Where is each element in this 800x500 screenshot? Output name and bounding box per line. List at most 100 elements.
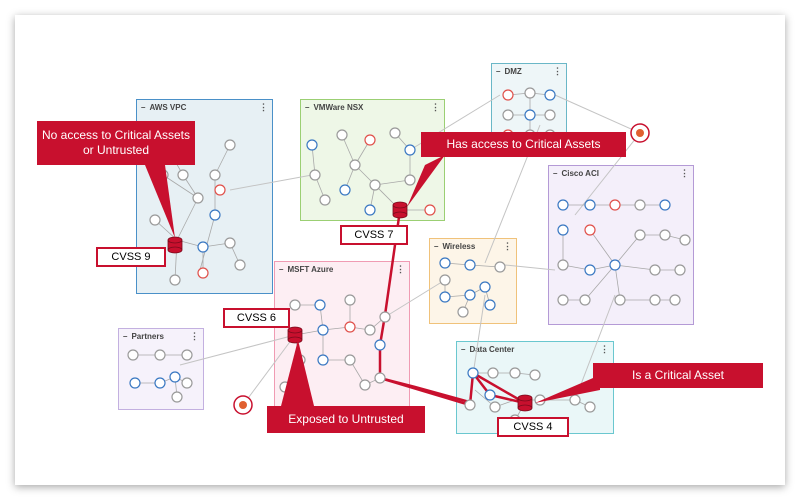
link-wireless-cisco [504,264,556,271]
callout-nsx: Has access to Critical Assets [421,132,626,157]
callout-aws: No access to Critical Assets or Untruste… [37,121,195,165]
callout-pointer-nsx [407,155,445,207]
server-node-icon [609,259,621,271]
server-node-icon [379,311,391,323]
server-node-icon [344,321,356,333]
server-node-icon [154,377,166,389]
group-aws-vpc-title: AWS VPC [149,103,187,112]
server-node-icon [502,89,514,101]
server-node-icon [584,199,596,211]
server-node-icon [659,199,671,211]
server-node-icon [149,214,161,226]
server-node-icon [154,349,166,361]
server-node-icon [127,349,139,361]
group-dmz-title: DMZ [504,67,522,76]
group-cisco-aci-header: –Cisco ACI [553,169,599,178]
server-node-icon [369,179,381,191]
callout-dc: Is a Critical Asset [593,363,763,388]
server-node-icon [464,399,476,411]
group-cisco-aci-menu-icon[interactable]: ⋮ [680,168,689,178]
group-dmz-menu-icon[interactable]: ⋮ [553,66,562,76]
network-graph [127,87,691,426]
cvss-label-azure: CVSS 6 [223,308,290,328]
server-node-icon [209,209,221,221]
server-node-icon [529,369,541,381]
server-node-icon [309,169,321,181]
server-node-icon [509,367,521,379]
server-node-icon [649,294,661,306]
server-node-icon [181,377,193,389]
server-node-icon [467,367,479,379]
server-node-icon [557,224,569,236]
callout-pointer-azure [280,340,315,410]
server-node-icon [569,394,581,406]
link-aws-nsx [229,174,313,191]
group-partners-title: Partners [131,332,164,341]
server-node-icon [129,377,141,389]
cvss-label-aws: CVSS 9 [96,247,166,267]
group-partners-menu-icon[interactable]: ⋮ [190,331,199,341]
server-node-icon [614,294,626,306]
critical-asset-cylinder-icon[interactable] [392,201,408,219]
group-partners[interactable]: –Partners ⋮ [118,328,204,410]
cvss-label-nsx: CVSS 7 [340,225,408,245]
server-node-icon [634,199,646,211]
server-node-icon [404,144,416,156]
cvss-label-dc: CVSS 4 [497,417,569,437]
server-node-icon [404,174,416,186]
server-node-icon [389,127,401,139]
server-node-icon [609,199,621,211]
server-node-icon [344,294,356,306]
callout-azure: Exposed to Untrusted [267,406,425,433]
server-node-icon [209,169,221,181]
server-node-icon [489,401,501,413]
group-data-center-title: Data Center [469,345,515,354]
network-map-canvas: –AWS VPC ⋮ –VMWare NSX ⋮ –DMZ ⋮ –Cisco A… [15,15,785,485]
server-node-icon [484,299,496,311]
untrusted-hazard-icon[interactable] [233,395,253,415]
group-msft-azure-menu-icon[interactable]: ⋮ [396,264,405,274]
server-node-icon [289,299,301,311]
server-node-icon [336,129,348,141]
attack-path-nsx-dc [378,208,475,405]
server-node-icon [544,109,556,121]
group-aws-vpc-menu-icon[interactable]: ⋮ [259,102,268,112]
group-vmware-nsx-title: VMWare NSX [313,103,364,112]
server-node-icon [439,257,451,269]
server-node-icon [317,354,329,366]
server-node-icon [464,289,476,301]
server-node-icon [659,229,671,241]
server-node-icon [679,234,691,246]
link-partners-azure [179,334,296,366]
group-data-center-menu-icon[interactable]: ⋮ [600,344,609,354]
group-msft-azure-title: MSFT Azure [287,265,334,274]
group-msft-azure-header: –MSFT Azure [279,265,334,274]
link-dmz-hazard [554,94,641,134]
server-node-icon [584,401,596,413]
server-node-icon [579,294,591,306]
critical-asset-cylinder-icon[interactable] [167,236,183,254]
server-node-icon [224,139,236,151]
group-wireless-menu-icon[interactable]: ⋮ [503,241,512,251]
server-node-icon [234,259,246,271]
server-node-icon [192,192,204,204]
attack-path-azure-dc [378,376,472,407]
server-node-icon [557,294,569,306]
server-node-icon [557,199,569,211]
server-node-icon [439,291,451,303]
server-node-icon [494,261,506,273]
group-vmware-nsx-menu-icon[interactable]: ⋮ [431,102,440,112]
server-node-icon [181,349,193,361]
server-node-icon [359,379,371,391]
server-node-icon [314,299,326,311]
critical-asset-cylinder-icon[interactable] [517,394,533,412]
server-node-icon [669,294,681,306]
link-cisco-dc [574,294,616,401]
server-node-icon [674,264,686,276]
untrusted-hazard-icon[interactable] [630,123,650,143]
server-node-icon [364,324,376,336]
critical-asset-cylinder-icon[interactable] [287,326,303,344]
group-aws-vpc-header: –AWS VPC [141,103,187,112]
group-dmz-header: –DMZ [496,67,522,76]
server-node-icon [584,224,596,236]
